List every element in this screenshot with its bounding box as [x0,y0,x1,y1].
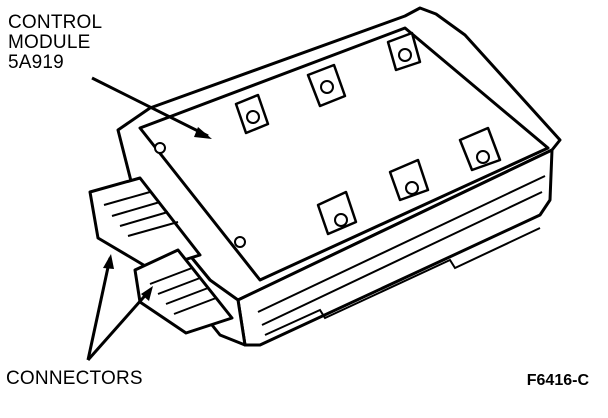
leader-lines [86,76,209,361]
figure-id: F6416-C [526,372,589,389]
screw-head [405,181,419,195]
module-leader-line [91,76,209,138]
screw-head [398,48,412,62]
leader-arrowheads [103,127,212,301]
module-housing [116,6,562,347]
screw-head [154,142,166,154]
callout-line-1: CONTROL [8,12,103,33]
screw-head [476,150,490,164]
callout-line-3: 5A919 [8,52,64,73]
screw-head [246,110,260,124]
connectors-leader-line [86,257,112,361]
screw-head [320,80,334,94]
arrowhead [103,254,114,269]
control-module-callout: CONTROL MODULE 5A919 [8,13,102,73]
mounting-tab [458,126,502,172]
mounting-screws [154,48,490,248]
mounting-tabs [234,31,502,236]
housing-ribs [257,175,546,336]
screw-head [234,236,246,248]
connector-lower [133,248,234,335]
module-top-cover [138,26,550,282]
connectors-leader-line [86,289,152,361]
arrowhead [194,127,212,139]
connector-pins [103,191,217,315]
arrowhead [141,286,153,301]
connectors-callout: CONNECTORS [6,368,143,389]
callout-line-2: MODULE [8,32,91,53]
screw-head [334,213,348,227]
